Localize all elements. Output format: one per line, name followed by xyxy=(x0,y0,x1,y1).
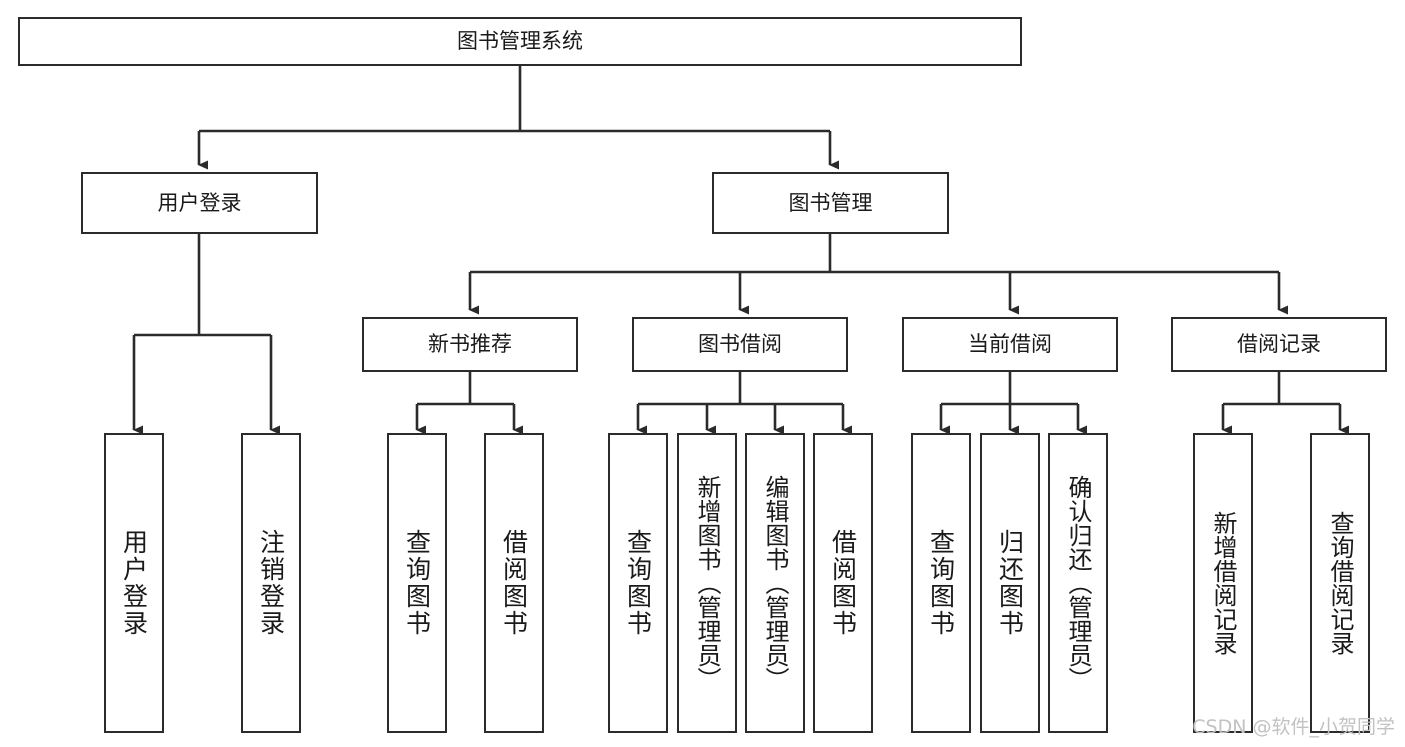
node-book-mgmt-label: 图书管理 xyxy=(788,190,873,215)
node-new-book-rec-label: 新书推荐 xyxy=(428,332,512,357)
node-leaf-logout[interactable]: 注销登录 xyxy=(241,433,301,733)
node-leaf-add-book[interactable]: 新增图书（管理员） xyxy=(677,433,737,733)
node-leaf-return-book[interactable]: 归还图书 xyxy=(980,433,1040,733)
node-leaf-user-login-label: 用户登录 xyxy=(119,529,149,637)
node-leaf-query-book-3-label: 查询图书 xyxy=(926,529,956,637)
node-leaf-query-record-label: 查询借阅记录 xyxy=(1326,511,1354,655)
node-leaf-edit-book[interactable]: 编辑图书（管理员） xyxy=(745,433,805,733)
node-leaf-borrow-book-1-label: 借阅图书 xyxy=(499,529,529,637)
node-leaf-return-book-label: 归还图书 xyxy=(995,529,1025,637)
node-new-book-rec[interactable]: 新书推荐 xyxy=(362,317,578,372)
node-leaf-user-login[interactable]: 用户登录 xyxy=(104,433,164,733)
node-leaf-borrow-book-2-label: 借阅图书 xyxy=(828,529,858,637)
node-leaf-query-book-1[interactable]: 查询图书 xyxy=(387,433,447,733)
csdn-watermark: CSDN @软件_小贺同学 xyxy=(1192,716,1395,738)
node-user-login-label: 用户登录 xyxy=(157,190,242,215)
node-leaf-edit-book-label: 编辑图书（管理员） xyxy=(761,475,789,691)
node-leaf-query-record[interactable]: 查询借阅记录 xyxy=(1310,433,1370,733)
node-leaf-logout-label: 注销登录 xyxy=(256,529,286,637)
node-root-label: 图书管理系统 xyxy=(457,29,583,54)
node-borrow-record[interactable]: 借阅记录 xyxy=(1171,317,1387,372)
node-borrow-record-label: 借阅记录 xyxy=(1237,332,1321,357)
node-book-borrow-label: 图书借阅 xyxy=(698,332,782,357)
node-leaf-query-book-2[interactable]: 查询图书 xyxy=(608,433,668,733)
node-current-borrow[interactable]: 当前借阅 xyxy=(902,317,1118,372)
node-leaf-add-book-label: 新增图书（管理员） xyxy=(693,475,721,691)
node-leaf-query-book-3[interactable]: 查询图书 xyxy=(911,433,971,733)
node-leaf-confirm-return-label: 确认归还（管理员） xyxy=(1064,475,1092,691)
node-user-login[interactable]: 用户登录 xyxy=(81,172,318,234)
node-root[interactable]: 图书管理系统 xyxy=(18,17,1022,66)
node-leaf-query-book-2-label: 查询图书 xyxy=(623,529,653,637)
node-book-borrow[interactable]: 图书借阅 xyxy=(632,317,848,372)
node-leaf-add-record-label: 新增借阅记录 xyxy=(1209,511,1237,655)
node-leaf-borrow-book-2[interactable]: 借阅图书 xyxy=(813,433,873,733)
node-leaf-add-record[interactable]: 新增借阅记录 xyxy=(1193,433,1253,733)
node-leaf-borrow-book-1[interactable]: 借阅图书 xyxy=(484,433,544,733)
node-leaf-query-book-1-label: 查询图书 xyxy=(402,529,432,637)
node-leaf-confirm-return[interactable]: 确认归还（管理员） xyxy=(1048,433,1108,733)
node-current-borrow-label: 当前借阅 xyxy=(968,332,1052,357)
node-book-mgmt[interactable]: 图书管理 xyxy=(712,172,949,234)
